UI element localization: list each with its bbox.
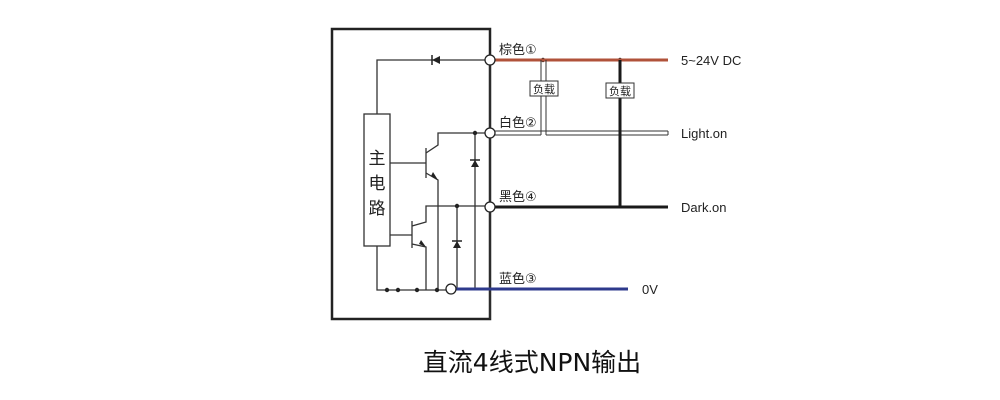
load-box: 负载 — [529, 80, 559, 97]
transistor-arrow-icon — [431, 172, 438, 180]
diode-icon — [431, 55, 440, 65]
transistor-arrow-icon — [419, 240, 426, 247]
sensor-housing — [330, 27, 492, 321]
terminal-label-0v: 0V — [642, 282, 658, 297]
load-box: 负载 — [605, 82, 635, 99]
terminal-label-light-on: Light.on — [681, 126, 727, 141]
wire-label-black: 黑色④ — [499, 189, 537, 205]
internal-wiring — [376, 59, 491, 319]
wire-label-blue: 蓝色③ — [499, 271, 537, 287]
diagram-caption: 直流4线式NPN输出 — [423, 348, 641, 377]
terminal-label-dark-on: Dark.on — [681, 200, 727, 215]
diode-icon — [452, 240, 462, 248]
main-circuit-char: 电 — [369, 174, 386, 194]
junction-dots — [384, 57, 623, 293]
wire-white — [490, 60, 669, 136]
diode-icon — [470, 159, 480, 167]
load-label: 负载 — [609, 84, 631, 98]
main-circuit-box — [363, 113, 391, 247]
wire-label-brown: 棕色① — [499, 42, 537, 58]
wire-label-white: 白色② — [499, 115, 537, 131]
load-label: 负载 — [533, 82, 555, 96]
terminal-circles — [445, 54, 496, 295]
main-circuit-char: 主 — [369, 149, 386, 169]
main-circuit-char: 路 — [369, 199, 386, 219]
terminal-label-supply: 5~24V DC — [681, 53, 741, 68]
